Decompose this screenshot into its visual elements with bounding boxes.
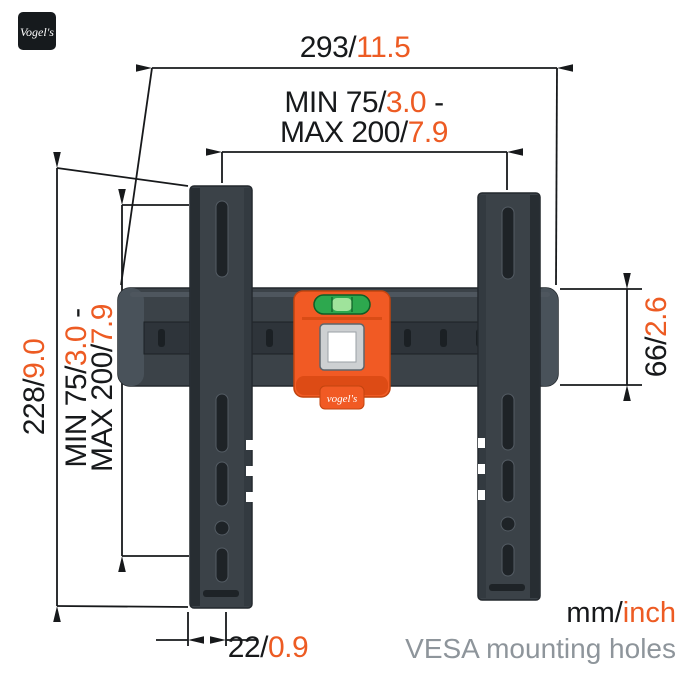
dim-vesa-horizontal-line1: MIN 75/3.0-: [284, 86, 443, 119]
dim-vesa-horizontal-line2: MAX 200/7.9: [280, 116, 448, 149]
right-rail-notches: [478, 438, 485, 500]
left-rail-notches: [246, 440, 253, 502]
vogels-logo-text: Vogel's: [20, 25, 54, 39]
dim-depth-label: 22/0.9: [228, 631, 308, 664]
mount-right-rail: [477, 192, 541, 601]
spirit-level: [313, 294, 371, 315]
wall-bar-left-cap: [118, 288, 144, 386]
left-rail-vesa-slots: [214, 200, 230, 583]
right-rail-vesa-slots: [500, 206, 516, 577]
dim-overall-width-label: 293/11.5: [300, 31, 411, 64]
dim-vesa-vertical-line2: MAX 200/7.9: [86, 304, 119, 472]
dim-overall-height-label: 228/9.0: [18, 339, 51, 436]
orange-clamp: vogel's: [293, 290, 391, 410]
mount-left-rail: [189, 185, 253, 609]
dim-vesa-vertical-line1: MIN 75/3.0-: [60, 308, 93, 467]
level-bubble: [332, 298, 352, 311]
vogels-logo: Vogel's: [18, 12, 56, 50]
clamp-logo-text: vogel's: [327, 393, 357, 405]
dimension-lines: [53, 64, 631, 644]
vesa-caption: VESA mounting holes: [405, 633, 676, 664]
units-legend: mm/inch: [566, 597, 676, 629]
clamp-logo-tab: vogel's: [319, 385, 365, 410]
clamp-hole: [327, 331, 357, 363]
dim-bracket-height-label: 66/2.6: [640, 297, 673, 377]
